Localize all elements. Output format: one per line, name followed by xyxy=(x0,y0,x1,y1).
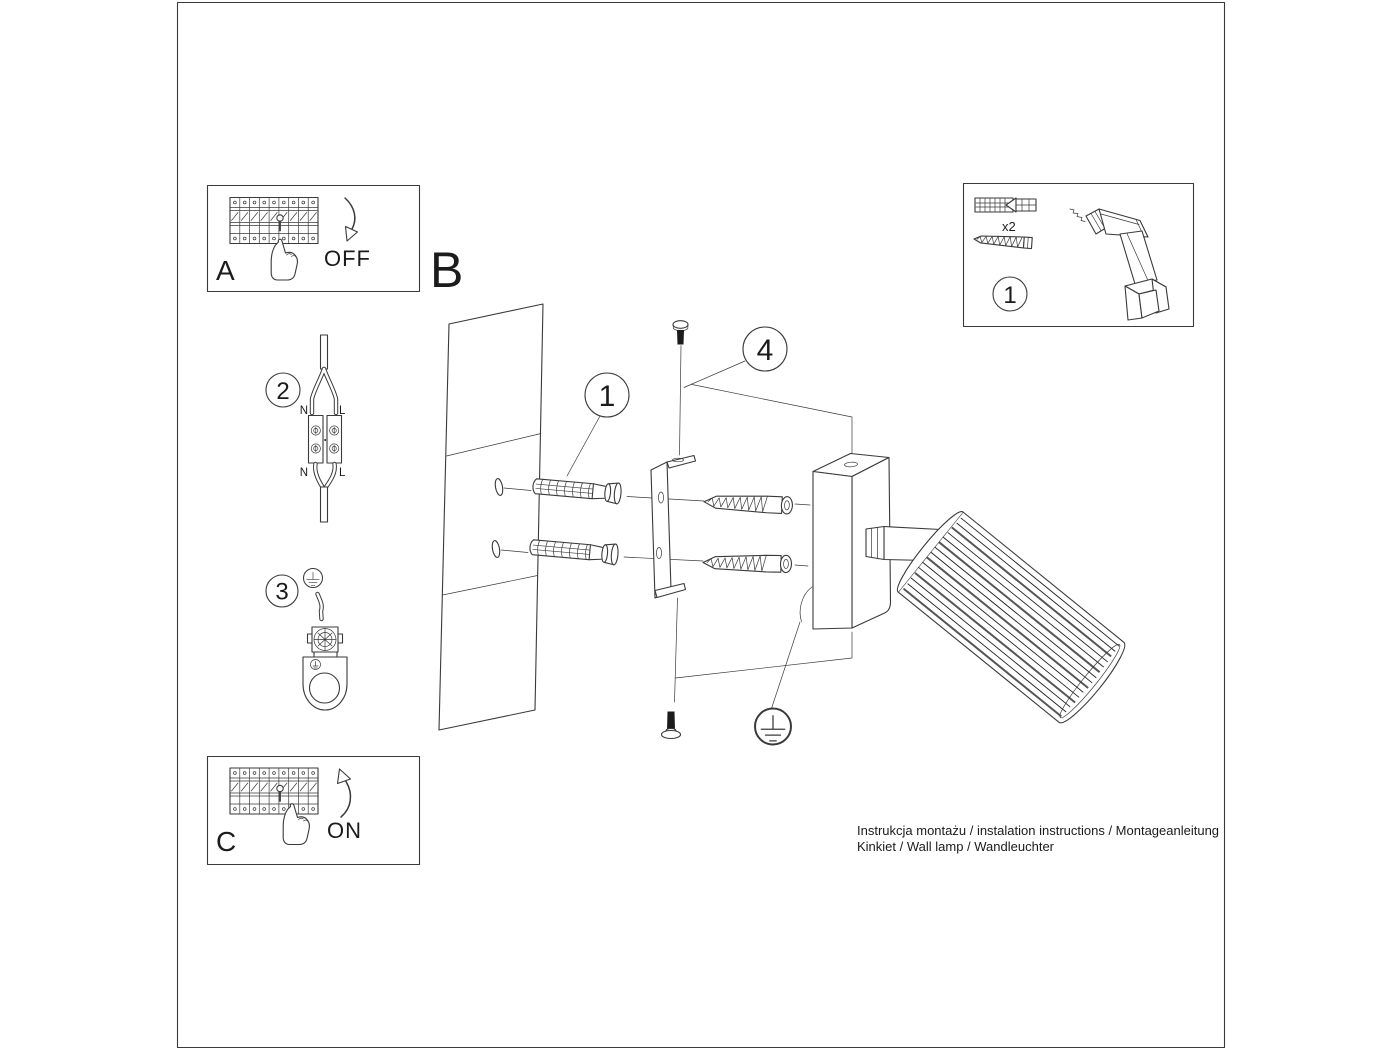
breaker-panel-icon xyxy=(229,196,319,245)
off-label: OFF xyxy=(324,246,371,271)
terminal-screw-icon xyxy=(306,626,344,658)
machine-screw-bottom-icon xyxy=(660,711,682,740)
neutral-label-bottom: N xyxy=(300,467,308,479)
cable-bottom-icon xyxy=(319,486,329,523)
line-label-top: L xyxy=(339,405,346,417)
step2-callout-number: 2 xyxy=(276,378,289,405)
footer-line1: Instrukcja montażu / instalation instruc… xyxy=(857,823,1219,838)
callout1-number: 1 xyxy=(599,380,616,413)
callout1-circle xyxy=(584,372,630,418)
footer-line2: Kinkiet / Wall lamp / Wandleuchter xyxy=(857,839,1055,854)
step3-callout-circle xyxy=(265,574,299,608)
callout4-number: 4 xyxy=(757,334,774,367)
callout4-circle xyxy=(742,326,788,372)
mounting-plate-icon xyxy=(302,656,348,711)
step2-callout-circle xyxy=(265,372,301,408)
terminal-block-icon xyxy=(307,414,343,464)
sheet-border xyxy=(176,1,1226,1049)
section-b-label: B xyxy=(430,242,463,298)
mounting-screw-icon xyxy=(702,492,794,574)
wall-hole xyxy=(491,478,504,558)
ground-wire-icon xyxy=(315,591,324,622)
ground-symbol-icon-small xyxy=(302,567,324,589)
wire-merge-bottom-icon xyxy=(312,461,337,490)
screw-icon xyxy=(973,235,1033,250)
on-label: ON xyxy=(327,818,362,843)
leader-lines xyxy=(500,345,853,709)
cable-top-icon xyxy=(319,334,329,370)
breaker-panel-icon xyxy=(229,767,319,815)
wire-fork-top-icon xyxy=(309,366,339,416)
tools-box: x2 1 xyxy=(962,182,1195,328)
step3-ground-diagram: 3 xyxy=(265,567,348,711)
panel-a-box: OFF A xyxy=(206,184,421,293)
tools-callout-number: 1 xyxy=(1003,282,1016,309)
tools-callout-circle xyxy=(992,276,1028,312)
wall-anchor-icon xyxy=(528,475,623,566)
callout1-leader xyxy=(566,415,601,477)
pressing-hand-icon xyxy=(270,238,298,281)
lamp-shade xyxy=(896,511,1126,724)
wall-plug-icon xyxy=(974,197,1037,213)
panel-c-box: ON C xyxy=(206,755,421,866)
section-a-label: A xyxy=(216,255,235,286)
arrow-down-icon xyxy=(344,197,359,242)
line-label-bottom: L xyxy=(339,467,346,479)
lamp-base xyxy=(812,452,892,630)
machine-screw-top-icon xyxy=(672,320,689,345)
step2-wiring-diagram: 2 N L N L xyxy=(265,334,346,523)
wall-panel xyxy=(438,303,544,731)
mounting-bracket-icon xyxy=(650,454,697,599)
neutral-label-top: N xyxy=(300,405,308,417)
quantity-label: x2 xyxy=(1002,219,1016,234)
pressing-hand-icon xyxy=(282,803,310,846)
drill-icon xyxy=(1069,208,1170,321)
section-c-label: C xyxy=(216,826,236,857)
step3-callout-number: 3 xyxy=(275,579,288,606)
arrow-up-icon xyxy=(336,768,352,818)
ground-symbol-icon-main xyxy=(754,707,792,746)
